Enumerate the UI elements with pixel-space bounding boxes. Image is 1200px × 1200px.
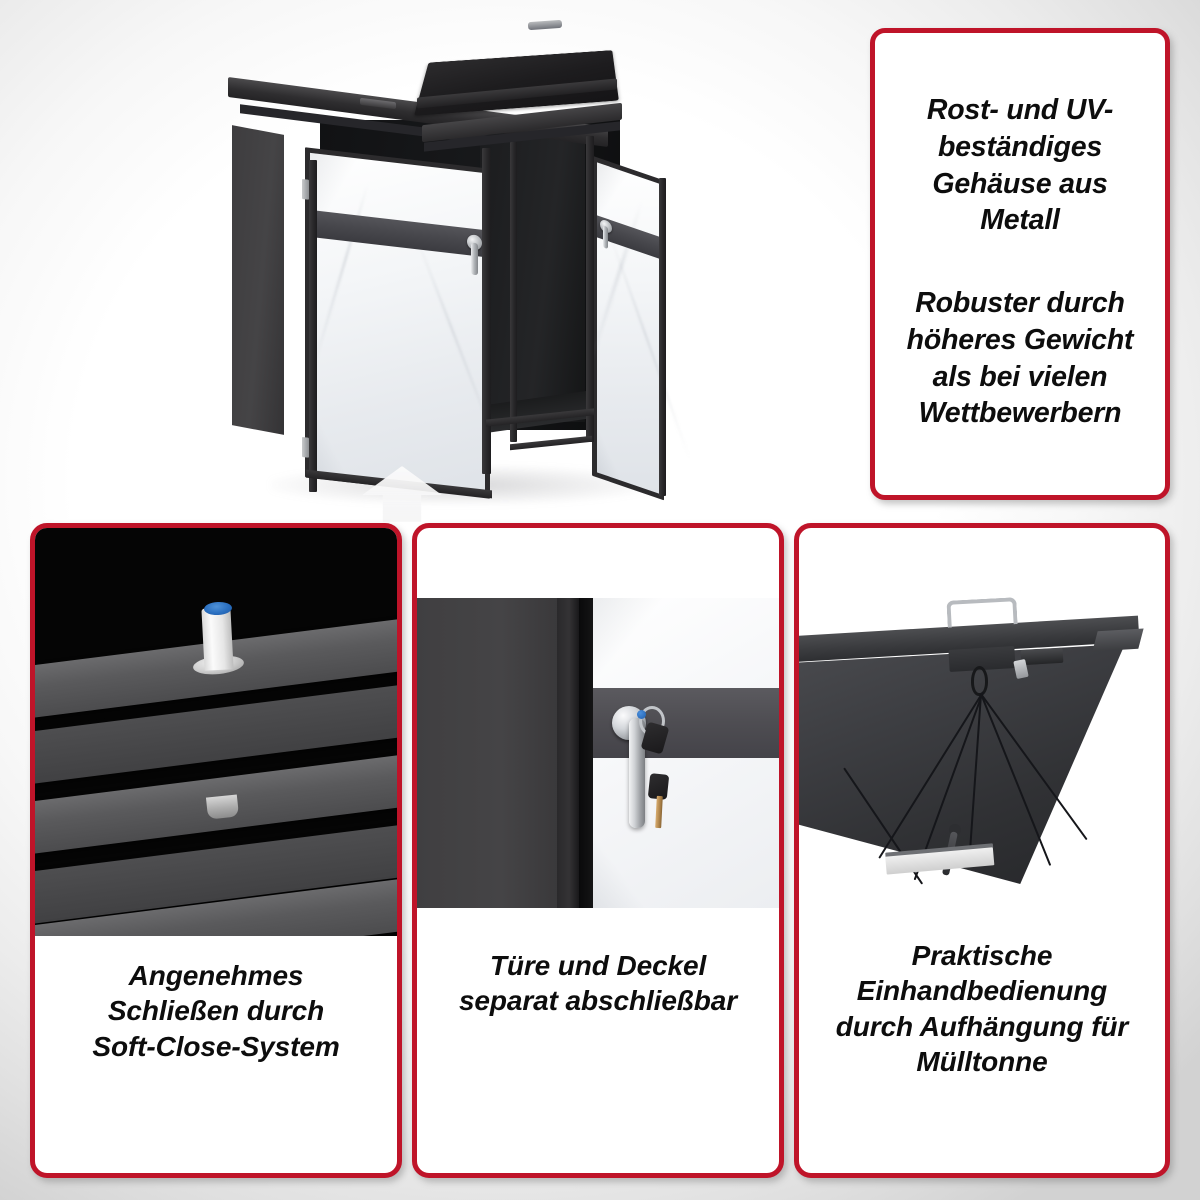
lid-latch-icon: [1020, 647, 1064, 666]
panel-caption-one-hand: Praktische Einhandbedienung durch Aufhän…: [835, 940, 1129, 1077]
soft-close-detail-photo: [35, 528, 397, 936]
suspension-hook-icon: [971, 666, 988, 696]
lock-detail-photo: [417, 598, 779, 908]
panel-caption-soft-close: Angenehmes Schließen durch Soft-Close-Sy…: [92, 960, 340, 1062]
panel-separate-lock: Türe und Deckel separat abschließbar: [412, 523, 784, 1178]
frame-post-center-rear: [510, 142, 517, 442]
frame-post-center: [482, 148, 491, 474]
door-marble-surface: [597, 162, 659, 494]
key-blue-marker-icon: [637, 710, 646, 719]
claim-text-robustness: Robuster durch höheres Gewicht als bei v…: [906, 287, 1134, 430]
frame-post-right: [586, 136, 594, 442]
door-gap-shadow: [579, 598, 593, 908]
claim-text-material: Rost- und UV- beständiges Gehäuse aus Me…: [926, 94, 1114, 237]
hero-illustration: [210, 10, 710, 530]
lid-hinge-icon: [527, 19, 563, 31]
one-hand-detail-photo: [799, 556, 1165, 936]
cabinet-left-side-panel: [232, 125, 284, 435]
cabinet-frame-post: [557, 598, 579, 908]
frame-beam-bottom-rear: [510, 435, 592, 451]
bow-handle-icon: [946, 597, 1018, 628]
cabinet-door-left: [302, 147, 490, 499]
cabinet-side-panel: [417, 598, 557, 908]
frame-post-door-right-edge: [659, 178, 666, 496]
soft-close-damper-icon: [201, 607, 234, 671]
panel-one-hand: Praktische Einhandbedienung durch Aufhän…: [794, 523, 1170, 1178]
hero-product-image: [210, 10, 710, 530]
claim-box: Rost- und UV- beständiges Gehäuse aus Me…: [870, 28, 1170, 500]
door-hinge-lower-icon: [302, 436, 309, 458]
damper-pin-icon: [205, 794, 240, 820]
door-hinge-upper-icon: [302, 178, 309, 200]
door-handle-icon: [471, 242, 478, 276]
panel-soft-close: Angenehmes Schließen durch Soft-Close-Sy…: [30, 523, 402, 1178]
chrome-handle-icon: [629, 718, 645, 828]
door-handle-icon: [603, 225, 608, 250]
lid-right-rim: [1092, 628, 1144, 652]
cabinet-door-right: [592, 155, 664, 501]
door-marble-surface: [310, 152, 485, 494]
panel-caption-separate-lock: Türe und Deckel separat abschließbar: [458, 950, 738, 1017]
cabinet-back-wall: [480, 132, 585, 422]
frame-post-front-left: [309, 160, 317, 492]
